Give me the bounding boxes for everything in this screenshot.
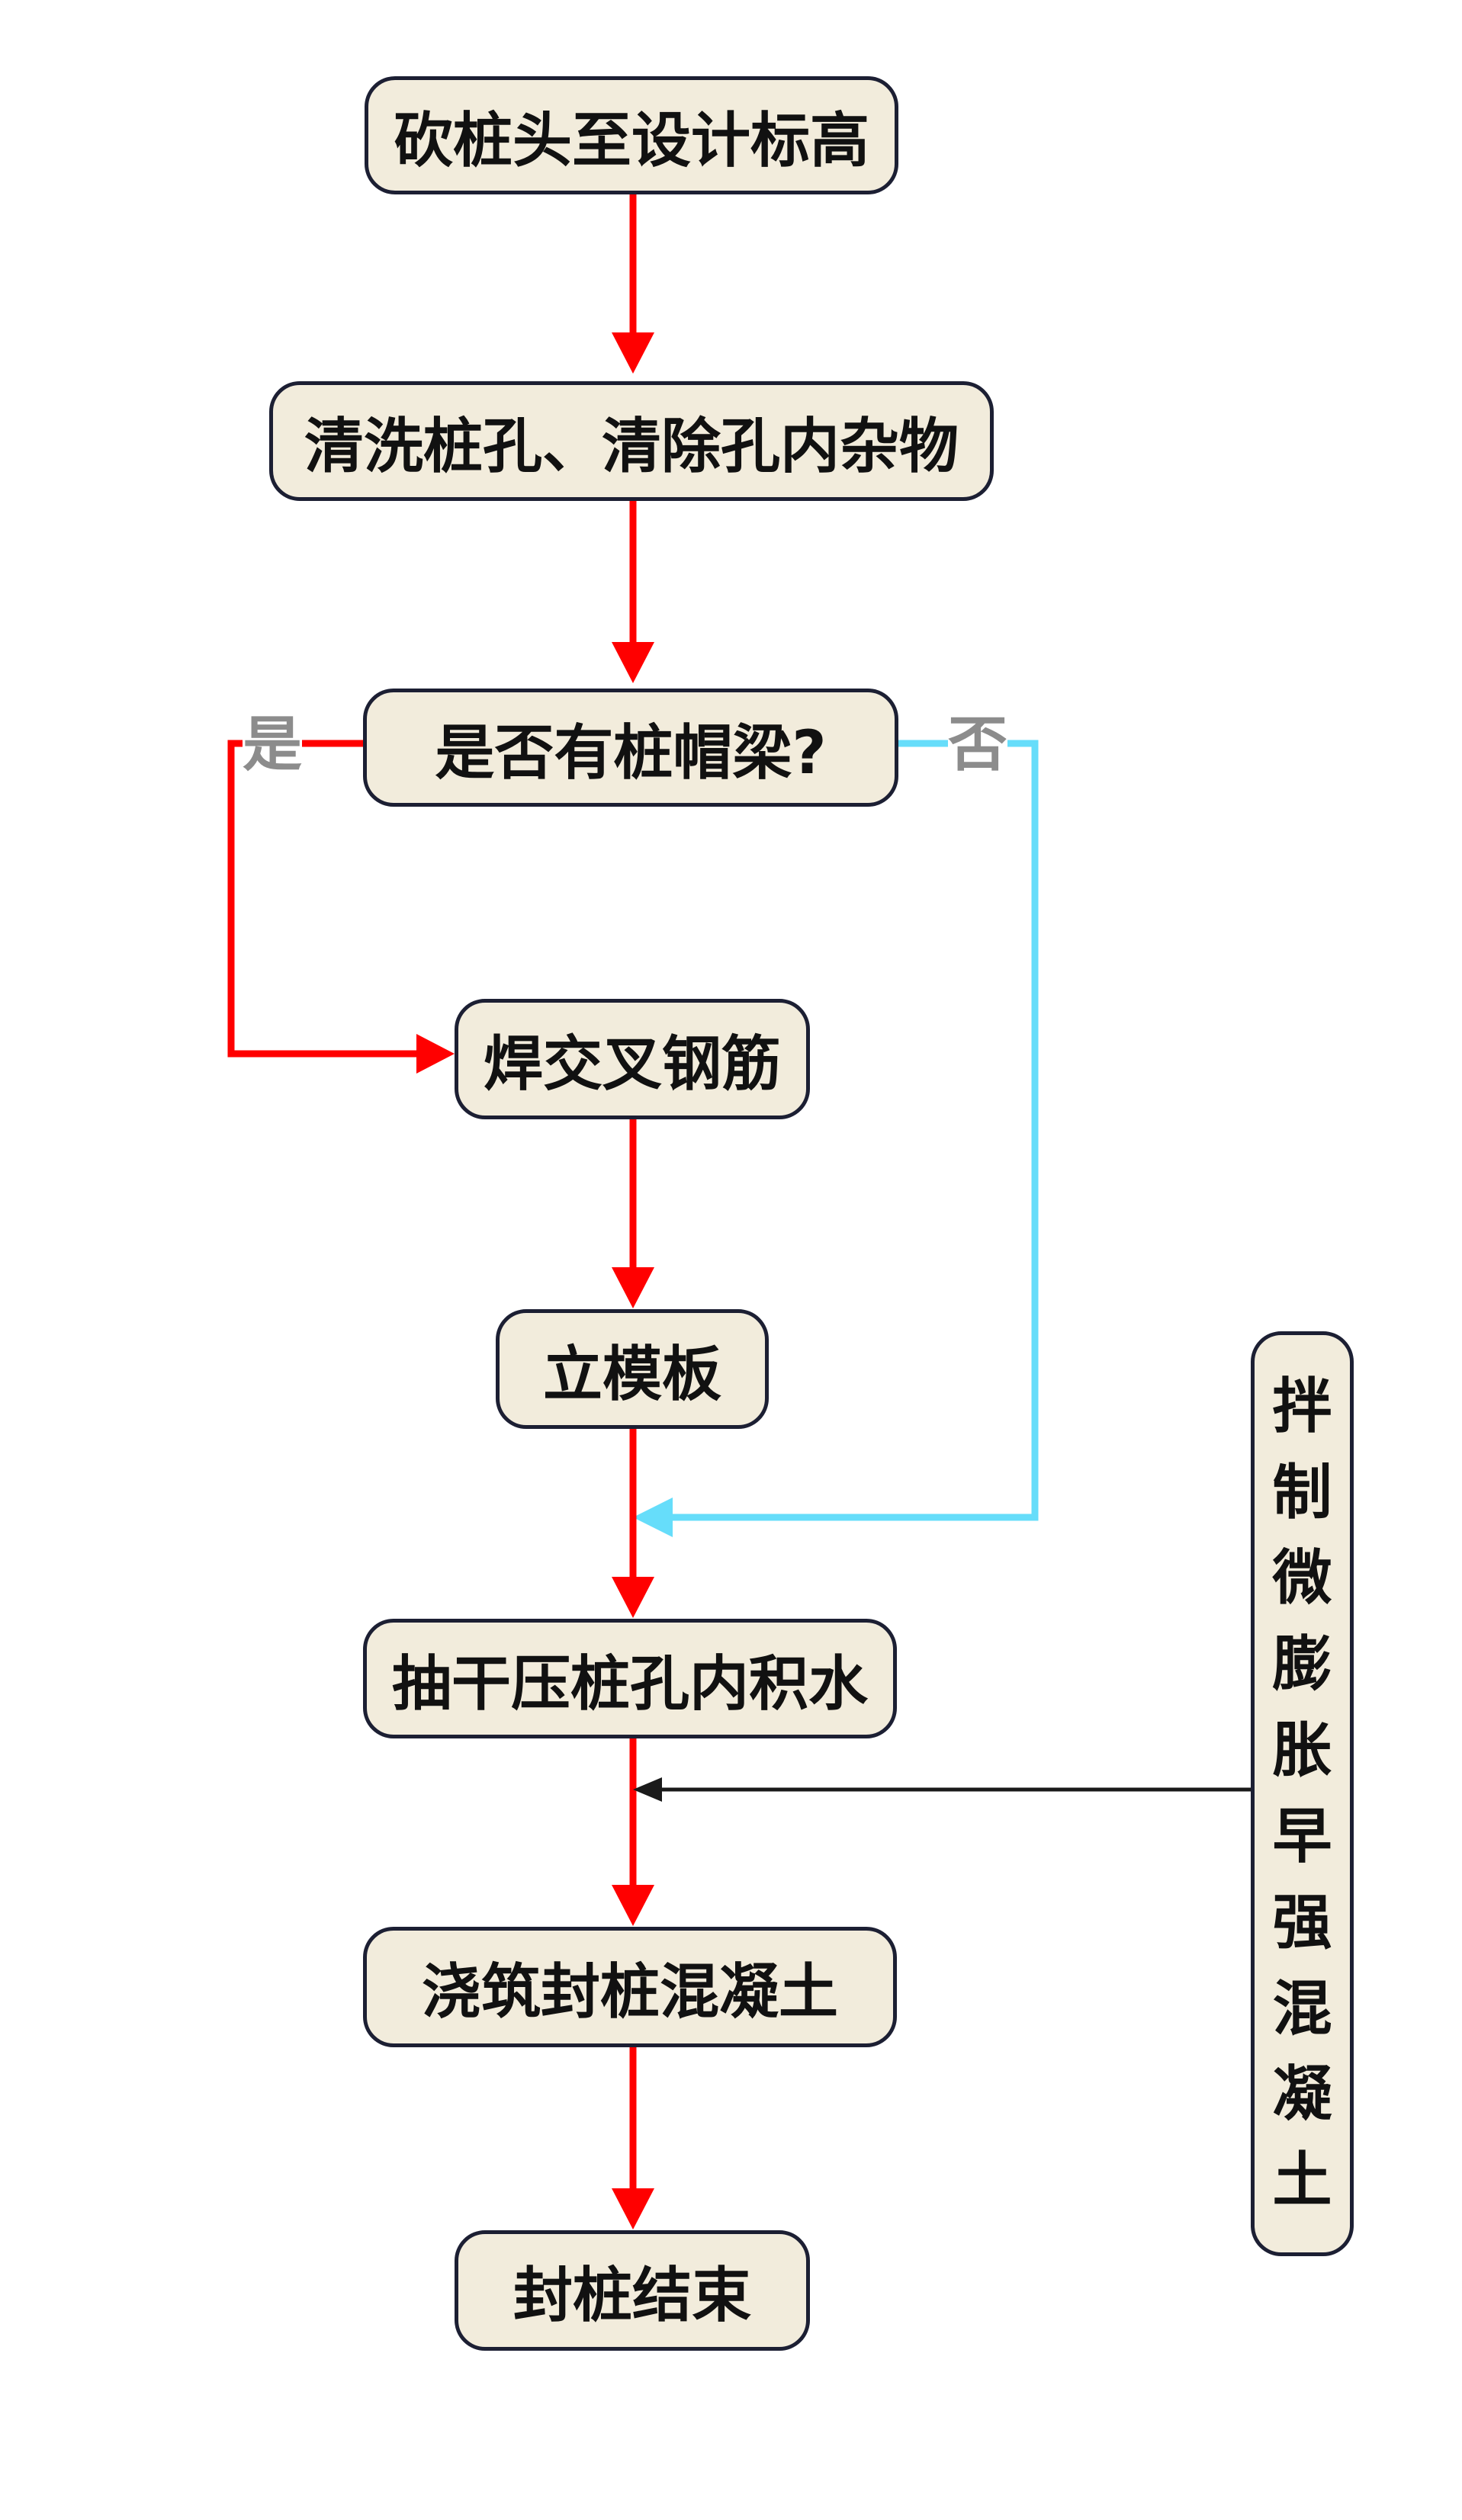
yes-label: 是 xyxy=(243,711,303,779)
side-node-char: 制 xyxy=(1272,1458,1332,1527)
node-cut-pile-head: 砍桩头至设计标高 xyxy=(365,76,898,194)
node-weld-rebar: 焊交叉钢筋 xyxy=(455,999,810,1119)
side-node-char: 微 xyxy=(1272,1544,1332,1613)
node-pump-water: 抽干压桩孔内积水 xyxy=(363,1619,897,1738)
side-node-char: 膨 xyxy=(1272,1630,1332,1700)
side-node-char: 强 xyxy=(1272,1888,1332,1957)
node-pour-concrete: 浇筑封桩混凝土 xyxy=(363,1927,897,2047)
node-formwork: 立模板 xyxy=(496,1309,769,1429)
arrow-side-input xyxy=(633,1777,1251,1802)
node-mix-concrete: 拌制微膨胀早强混凝土 xyxy=(1251,1331,1354,2256)
arrow-clean-to-decision xyxy=(612,499,654,683)
side-node-char: 土 xyxy=(1272,2146,1332,2216)
node-clean-hole: 清洗桩孔、清除孔内杂物 xyxy=(269,381,994,501)
arrow-pump-to-pour xyxy=(612,1737,654,1926)
arrow-cut-to-clean xyxy=(612,192,654,374)
node-end: 封桩结束 xyxy=(455,2230,810,2351)
side-node-char: 混 xyxy=(1272,1974,1332,2043)
arrow-pour-to-end xyxy=(612,2046,654,2229)
side-node-char: 凝 xyxy=(1272,2060,1332,2130)
arrow-formwork-to-pump xyxy=(612,1427,654,1618)
side-node-char: 早 xyxy=(1272,1802,1332,1871)
side-node-char: 胀 xyxy=(1272,1716,1332,1786)
side-node-char: 拌 xyxy=(1272,1372,1332,1441)
arrow-weld-to-formwork xyxy=(612,1118,654,1308)
no-label: 否 xyxy=(948,711,1008,779)
node-decision: 是否有桩帽梁? xyxy=(363,689,898,807)
